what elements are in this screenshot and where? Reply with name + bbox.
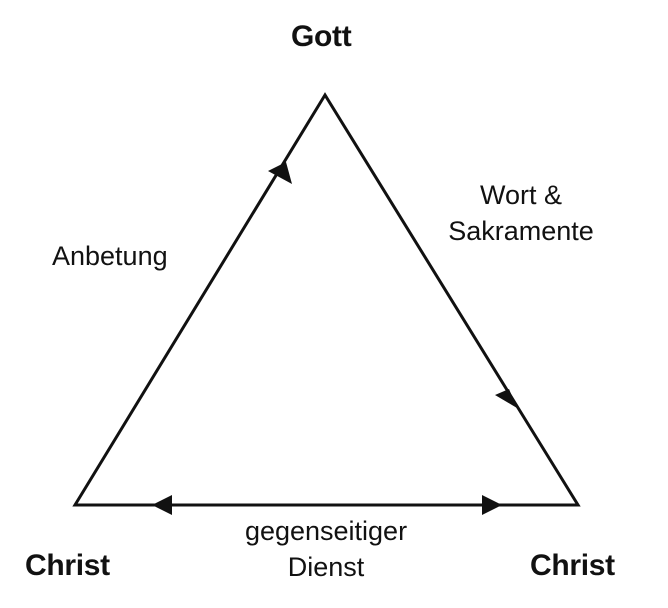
arrowhead-anbetung-up xyxy=(268,162,292,184)
arrowhead-dienst-left xyxy=(152,495,172,515)
edge-label-wort-line: Wort & xyxy=(479,180,562,210)
edge-label-gegenseitiger-line: gegenseitiger xyxy=(244,516,408,546)
node-christ-right: Christ xyxy=(530,549,615,582)
edge-label-sakramente-line: Sakramente xyxy=(448,216,594,246)
edge-label-anbetung: Anbetung xyxy=(52,241,168,271)
arrowhead-wort-sakramente-down xyxy=(495,389,517,408)
node-christ-left: Christ xyxy=(25,549,110,582)
edge-label-gegenseitiger-dienst: gegenseitiger Dienst xyxy=(220,513,432,585)
arrowhead-dienst-right xyxy=(482,495,502,515)
edge-label-wort-sakramente: Wort & Sakramente xyxy=(436,177,606,249)
triangle-outline xyxy=(72,92,581,507)
node-gott: Gott xyxy=(291,20,352,53)
edge-label-dienst-line: Dienst xyxy=(287,552,365,582)
